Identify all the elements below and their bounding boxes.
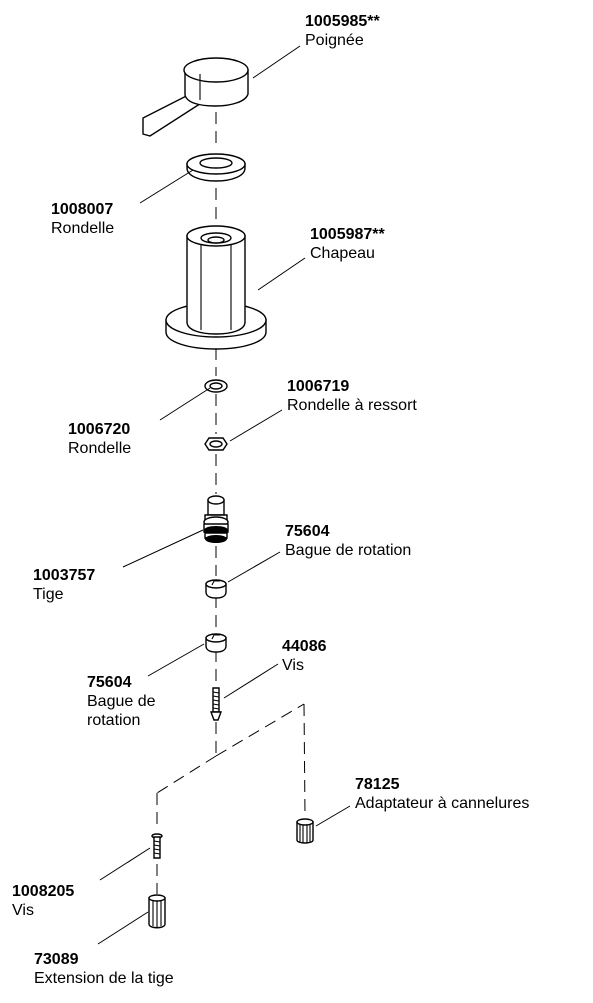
label-cap: 1005987** Chapeau [310,225,385,263]
label-rotation-ring-2: 75604 Bague de rotation [87,673,156,730]
rotation-ring-1-part [205,579,227,599]
label-washer-small: 1006720 Rondelle [68,420,131,458]
screw-1-part [209,687,223,721]
part-description: Vis [282,657,304,674]
label-rotation-ring-1: 75604 Bague de rotation [285,522,411,560]
part-description: Extension de la tige [34,970,174,987]
part-number: 1008205 [12,883,75,900]
part-description: Poignée [305,32,364,49]
washer-top-part [186,153,246,182]
part-description: Rondelle [68,440,132,457]
label-screw-1: 44086 Vis [282,637,327,675]
part-number: 75604 [87,674,132,691]
part-description: Rondelle à ressort [287,397,417,414]
label-spring-washer: 1006719 Rondelle à ressort [287,377,417,415]
part-description: Vis [12,902,34,919]
assembly-axis [156,112,306,894]
spline-adapter-part [296,818,314,844]
label-handle: 1005985** Poignée [305,12,380,50]
part-number: 1005987** [310,226,385,243]
rotation-ring-2-part [205,633,227,653]
part-number: 1008007 [51,201,114,218]
label-stem: 1003757 Tige [33,566,95,604]
part-description: Tige [33,586,64,603]
part-description: Rondelle [51,220,115,237]
label-stem-extension: 73089 Extension de la tige [34,950,174,988]
part-number: 1005985** [305,13,380,30]
part-number: 44086 [282,638,327,655]
part-number: 78125 [355,776,400,793]
label-spline-adapter: 78125 Adaptateur à cannelures [355,775,529,813]
spring-washer-part [204,437,228,451]
part-description: Bague de rotation [87,693,156,729]
part-description: Bague de rotation [285,542,412,559]
part-number: 1006720 [68,421,131,438]
part-description: Chapeau [310,245,375,262]
stem-extension-part [148,894,166,929]
small-ring-upper [204,379,228,393]
part-number: 73089 [34,951,79,968]
label-screw-2: 1008205 Vis [12,882,74,920]
stem-part [203,495,229,543]
cap-part [165,225,267,350]
part-number: 1003757 [33,567,96,584]
label-washer-top: 1008007 Rondelle [51,200,114,238]
part-number: 1006719 [287,378,350,395]
part-description: Adaptateur à cannelures [355,795,530,812]
handle-part [142,57,249,137]
screw-2-part [151,833,163,859]
part-number: 75604 [285,523,330,540]
leader-lines [97,45,351,945]
